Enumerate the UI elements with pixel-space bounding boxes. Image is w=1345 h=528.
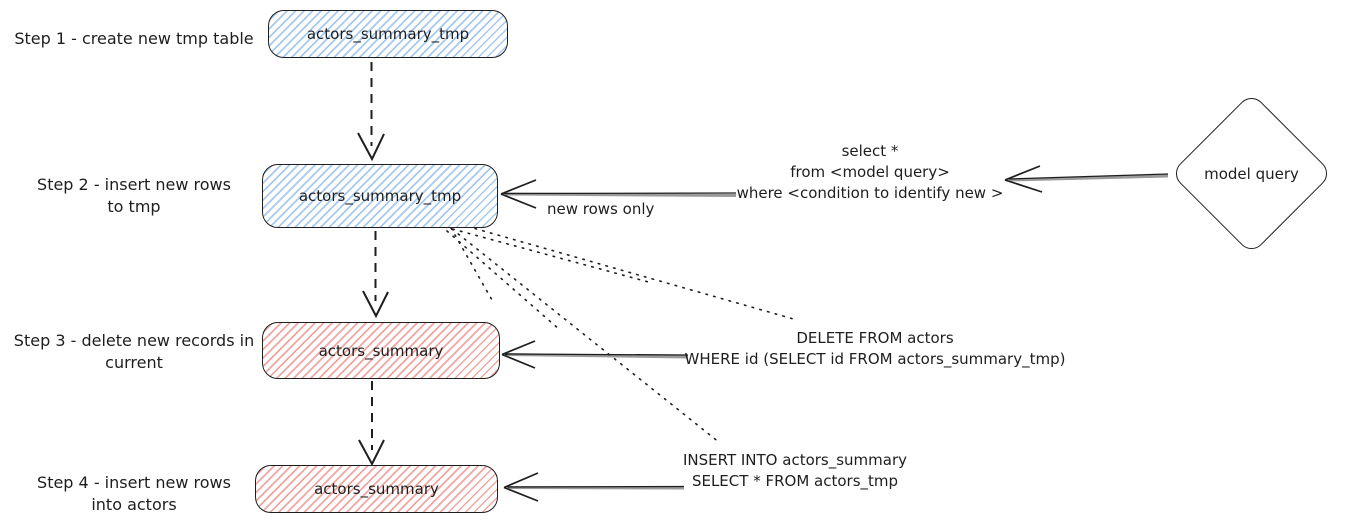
new-rows-only-label: new rows only xyxy=(547,200,655,218)
node-step2-tmp-table-label: actors_summary_tmp xyxy=(298,187,462,205)
step1-label: Step 1 - create new tmp table xyxy=(14,29,254,48)
arrow-insert-to-summary xyxy=(503,472,685,502)
insert-query-annotation: INSERT INTO actors_summary SELECT * FROM… xyxy=(682,451,908,490)
step4-label: Step 4 - insert new rows into actors xyxy=(37,473,231,514)
connector-step1-step2 xyxy=(357,62,385,162)
delete-query-annotation: DELETE FROM actors WHERE id (SELECT id F… xyxy=(684,329,1066,368)
dotted-reference-lines xyxy=(444,221,798,444)
model-query-node-label: model query xyxy=(1204,164,1299,183)
connector-step2-step3 xyxy=(362,231,389,319)
node-step3-summary-table-label: actors_summary xyxy=(318,341,444,360)
connector-step3-step4 xyxy=(358,381,385,467)
arrow-delete-to-summary xyxy=(501,340,689,369)
node-step3-summary-table: actors_summary xyxy=(262,322,500,379)
select-query-annotation: select * from <model query> where <condi… xyxy=(736,142,1004,202)
arrow-modelquery-to-select xyxy=(1004,165,1169,193)
node-step1-tmp-table-label: actors_summary_tmp xyxy=(306,25,470,43)
node-step4-summary-table-label: actors_summary xyxy=(314,480,439,498)
arrow-select-to-tmp xyxy=(500,179,737,209)
node-step4-summary-table: actors_summary xyxy=(255,465,498,513)
step3-label: Step 3 - delete new records in current xyxy=(13,331,255,372)
node-step2-tmp-table: actors_summary_tmp xyxy=(262,164,498,228)
step2-label: Step 2 - insert new rows to tmp xyxy=(37,175,231,216)
node-step1-tmp-table: actors_summary_tmp xyxy=(268,10,508,58)
